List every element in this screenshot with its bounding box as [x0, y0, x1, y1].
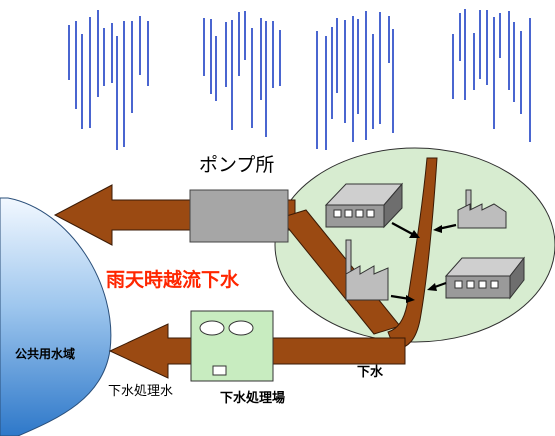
pump-station-icon	[189, 189, 289, 243]
factory-icon	[457, 189, 507, 229]
treatment-plant-icon	[190, 310, 274, 382]
pump-station-label: ポンプ所	[199, 154, 275, 176]
sewage-label: 下水	[357, 365, 384, 380]
inflow-arrows	[390, 222, 457, 303]
building-icon	[444, 256, 526, 300]
overflow-label: 雨天時越流下水	[106, 269, 240, 291]
treatment-plant-label: 下水処理場	[220, 391, 286, 406]
public-water-body	[0, 197, 112, 436]
factory-icon	[345, 239, 389, 301]
rain-icon	[68, 9, 531, 150]
treated-water-label: 下水処理水	[108, 384, 174, 399]
public-water-label: 公共用水域	[15, 347, 76, 361]
building-icon	[324, 182, 404, 229]
